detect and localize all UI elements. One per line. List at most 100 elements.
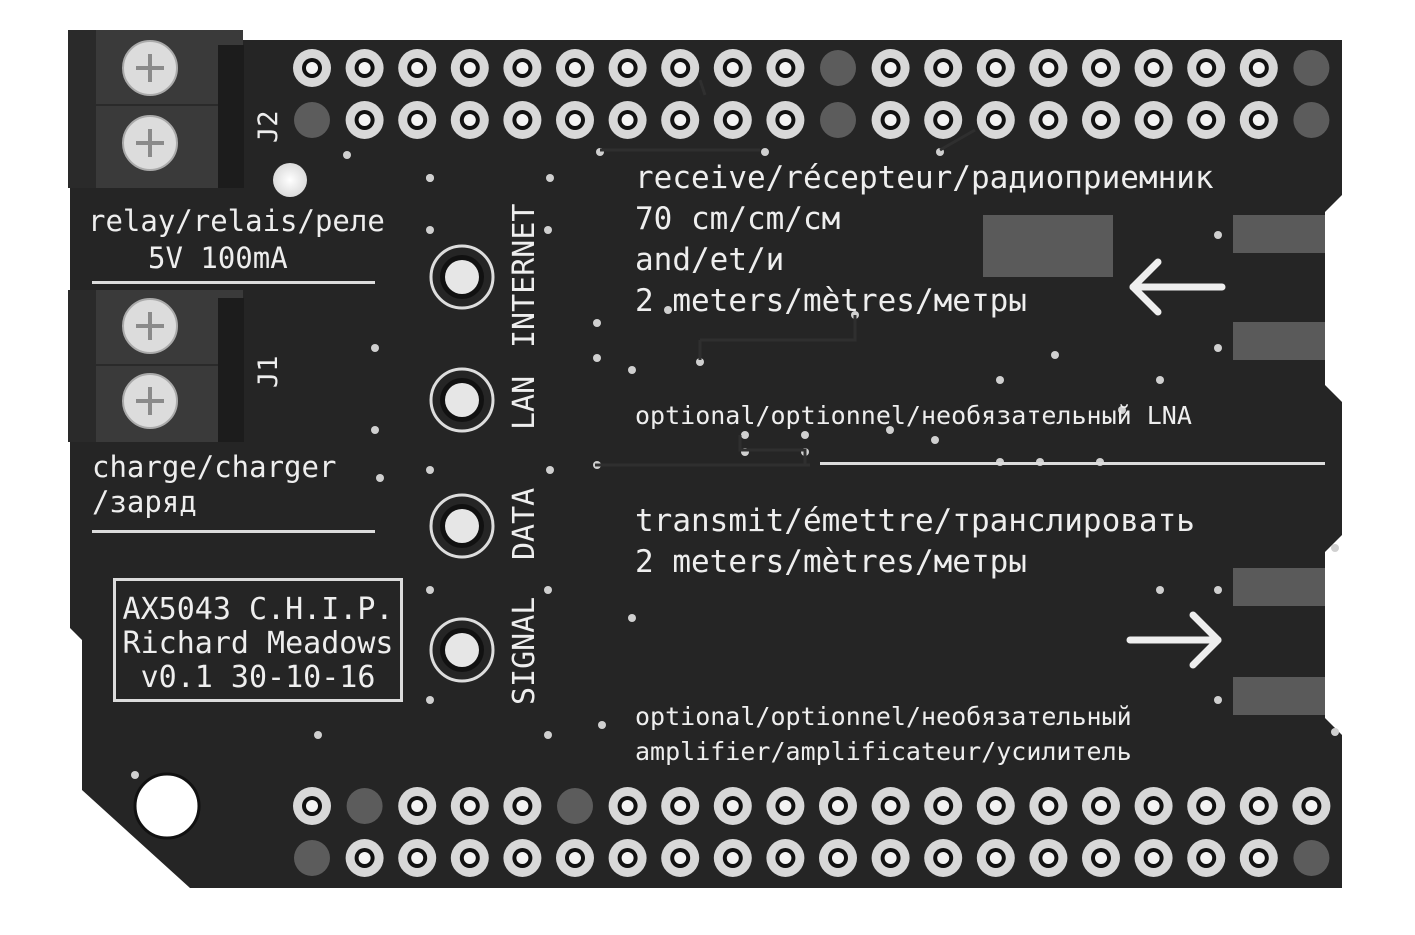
header-pin bbox=[1029, 49, 1068, 87]
via bbox=[593, 354, 601, 362]
header-pin bbox=[1239, 839, 1278, 877]
led bbox=[429, 493, 495, 559]
led bbox=[429, 244, 495, 310]
header-pin bbox=[924, 49, 963, 87]
header-pin bbox=[1134, 49, 1173, 87]
header-pin bbox=[1187, 101, 1226, 139]
j1-caption-line2: /заряд bbox=[92, 485, 197, 519]
via bbox=[376, 474, 384, 482]
via bbox=[426, 696, 434, 704]
header-pin bbox=[503, 839, 542, 877]
header-pin bbox=[976, 101, 1015, 139]
header-pin bbox=[820, 102, 856, 138]
tx-pad-bottom bbox=[1233, 677, 1325, 715]
screw-icon bbox=[122, 40, 178, 96]
header-pins bbox=[293, 49, 1331, 877]
header-pin bbox=[1239, 787, 1278, 825]
via bbox=[628, 366, 636, 374]
via bbox=[343, 151, 351, 159]
divider-j2 bbox=[92, 281, 375, 284]
rx-pad-bottom bbox=[1233, 322, 1325, 360]
test-pad bbox=[273, 163, 307, 197]
via bbox=[546, 174, 554, 182]
screw-icon bbox=[122, 115, 178, 171]
j2-caption-line2: 5V 100mA bbox=[148, 241, 288, 275]
header-pin bbox=[345, 49, 384, 87]
header-pin bbox=[556, 839, 594, 877]
header-pin bbox=[713, 839, 752, 877]
amp-line1: optional/optionnel/необязательный bbox=[635, 702, 1132, 731]
header-pin bbox=[294, 840, 330, 876]
screw-icon bbox=[122, 298, 178, 354]
via bbox=[1214, 586, 1222, 594]
arrow-right-icon bbox=[1126, 611, 1222, 669]
receive-line2: 70 cm/cm/см bbox=[635, 201, 841, 237]
header-pin bbox=[661, 839, 700, 877]
screw-icon bbox=[122, 373, 178, 429]
via bbox=[593, 319, 601, 327]
led-label-lan: LAN bbox=[507, 375, 542, 430]
via bbox=[314, 731, 322, 739]
divider-j1 bbox=[92, 530, 375, 533]
j2-ref: J2 bbox=[253, 110, 284, 143]
via bbox=[1214, 344, 1222, 352]
header-pin bbox=[293, 787, 331, 825]
header-pin bbox=[1082, 49, 1120, 87]
header-pin bbox=[1187, 787, 1226, 825]
board-info-line3: v0.1 30-10-16 bbox=[140, 660, 376, 695]
header-pin bbox=[661, 101, 700, 139]
header-pin bbox=[819, 787, 857, 825]
via bbox=[598, 721, 606, 729]
header-pin bbox=[1134, 101, 1173, 139]
header-pin bbox=[976, 839, 1015, 877]
via bbox=[1214, 696, 1222, 704]
via bbox=[931, 436, 939, 444]
via bbox=[1214, 231, 1222, 239]
header-pin bbox=[345, 101, 384, 139]
led-label-internet: INTERNET bbox=[507, 203, 542, 349]
header-pin bbox=[871, 49, 910, 87]
led bbox=[429, 617, 495, 683]
via bbox=[426, 466, 434, 474]
header-pin bbox=[1293, 840, 1330, 876]
header-pin bbox=[608, 101, 647, 139]
header-pin bbox=[556, 101, 594, 139]
via bbox=[544, 226, 552, 234]
via bbox=[996, 376, 1004, 384]
header-pin bbox=[1239, 49, 1278, 87]
header-pin bbox=[820, 50, 856, 86]
tx-pad-top bbox=[1233, 568, 1325, 606]
via bbox=[1156, 376, 1164, 384]
via bbox=[544, 586, 552, 594]
header-pin bbox=[1292, 787, 1331, 825]
transmit-line1: transmit/émettre/транслировать bbox=[635, 503, 1195, 539]
header-pin bbox=[608, 49, 647, 87]
header-pin bbox=[924, 787, 963, 825]
header-pin bbox=[1187, 49, 1226, 87]
via bbox=[628, 614, 636, 622]
via bbox=[1051, 351, 1059, 359]
header-pin bbox=[976, 49, 1015, 87]
header-pin bbox=[924, 839, 963, 877]
j1-caption-line1: charge/charger bbox=[92, 450, 337, 484]
header-pin bbox=[713, 49, 752, 87]
via bbox=[371, 426, 379, 434]
via bbox=[426, 226, 434, 234]
header-pin bbox=[766, 101, 805, 139]
header-pin bbox=[293, 49, 331, 87]
header-pin bbox=[766, 839, 805, 877]
divider-rf bbox=[820, 462, 1325, 465]
via bbox=[1156, 586, 1164, 594]
header-pin bbox=[557, 788, 593, 824]
header-pin bbox=[608, 787, 647, 825]
header-pin bbox=[871, 101, 910, 139]
header-pin bbox=[976, 787, 1015, 825]
lna-chip bbox=[983, 215, 1113, 277]
header-pin bbox=[1134, 787, 1173, 825]
header-pin bbox=[766, 49, 805, 87]
led-label-data: DATA bbox=[507, 487, 542, 560]
header-pin bbox=[556, 49, 594, 87]
arrow-left-icon bbox=[1129, 258, 1226, 316]
